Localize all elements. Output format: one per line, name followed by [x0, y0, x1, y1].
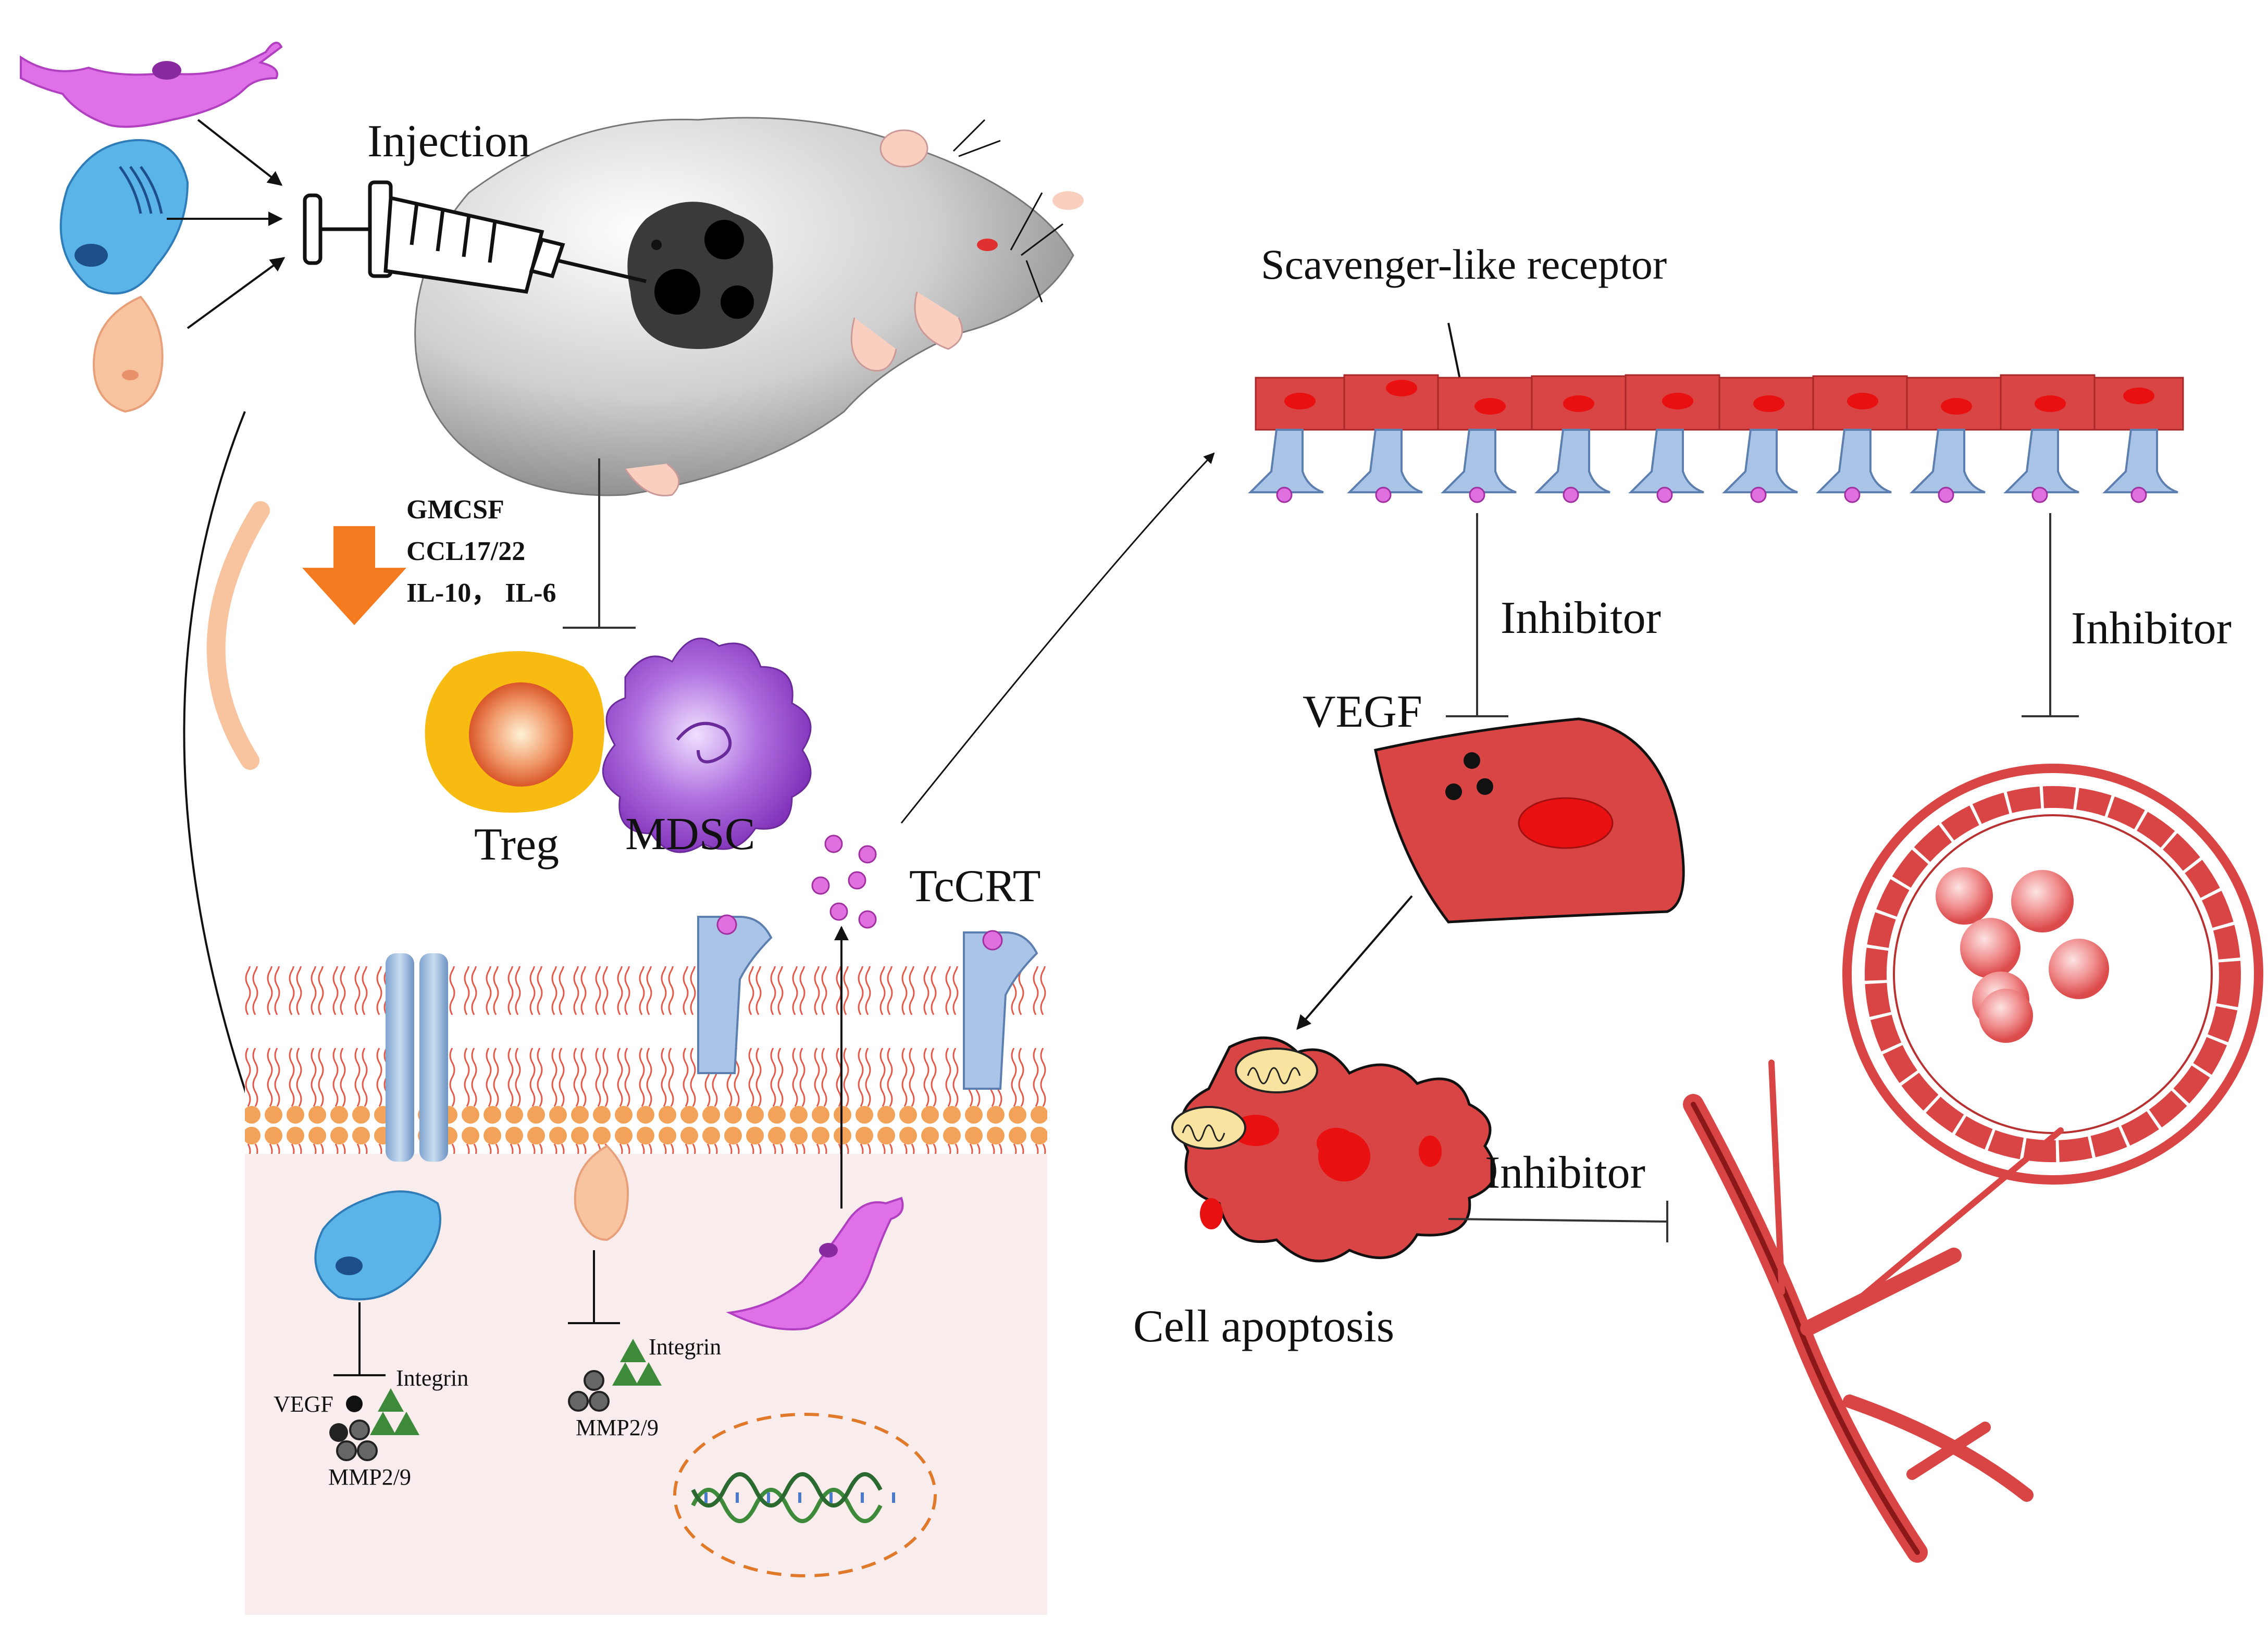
- mdsc-label: MDSC: [625, 809, 755, 860]
- membrane-receptor-1: [697, 914, 773, 1074]
- apoptotic-cell: [1171, 1036, 1496, 1263]
- treg-cell: [425, 651, 604, 813]
- inhibitor-label-1: Inhibitor: [1501, 593, 1661, 643]
- endothelial-row: [1255, 374, 2184, 431]
- injection-label: Injection: [367, 116, 530, 167]
- leishmania-small-icon: [314, 1190, 441, 1301]
- scavenger-receptor-label: Scavenger-like receptor: [1261, 241, 1667, 288]
- apoptosis-arrow: [1296, 895, 1413, 1030]
- cell-apoptosis-label: Cell apoptosis: [1133, 1301, 1394, 1352]
- trypanosome-icon: [20, 42, 283, 128]
- inhibition-line-vessel: [1448, 1201, 1668, 1242]
- receptor-ligands: [1276, 487, 2147, 503]
- tccrt-dots: [811, 835, 877, 929]
- vegf-mmp-cluster-1: [329, 1388, 419, 1461]
- down-arrow-icon: [302, 526, 406, 625]
- nucleus-dna: [673, 1413, 937, 1577]
- parasite-arrows: [167, 119, 286, 329]
- flow-arrow-to-receptor: [900, 452, 1215, 824]
- mmp-label-1: MMP2/9: [328, 1464, 411, 1490]
- inhibition-line-mid: [568, 1250, 620, 1324]
- gmcsf-label: GMCSF: [406, 495, 504, 525]
- inhibition-line-left: [333, 1302, 386, 1376]
- mmp-label-2: MMP2/9: [576, 1415, 659, 1440]
- lipid-bilayer: [245, 966, 1047, 1154]
- mmp-cluster-2: [568, 1339, 662, 1412]
- channel-protein: [386, 953, 448, 1162]
- inhibition-line-rbc: [2022, 513, 2079, 717]
- dna-icon: [691, 1472, 895, 1523]
- vegf-endothelial-cell: [1374, 717, 1685, 924]
- promastigote-small-icon: [574, 1144, 629, 1241]
- inhibition-line: [563, 458, 636, 629]
- receptor-row: [1248, 429, 2178, 493]
- flow-arrow-to-cell: [183, 411, 278, 1179]
- inhibition-line-vegf: [1446, 513, 1508, 717]
- trypanosome-small-icon: [726, 1197, 904, 1330]
- leishmania-icon: [59, 139, 189, 295]
- integrin-label-1: Integrin: [396, 1365, 468, 1391]
- mitochondria-icon: [1171, 1048, 1318, 1150]
- vessel-branches: [1683, 1060, 2064, 1563]
- integrin-label-2: Integrin: [649, 1334, 721, 1360]
- syringe-icon: [303, 180, 647, 294]
- membrane-receptor-2: [963, 930, 1038, 1090]
- tumor-icon: [627, 202, 773, 349]
- vegf-small-label: VEGF: [274, 1391, 333, 1417]
- tccrt-label: TcCRT: [909, 861, 1041, 912]
- vegf-endothelial-label: VEGF: [1303, 687, 1422, 737]
- mdsc-cell: [602, 638, 812, 853]
- treg-label: Treg: [474, 819, 559, 870]
- promastigote-icon: [92, 295, 164, 413]
- blood-vessel-icon: [1842, 764, 2263, 1185]
- ccl-label: CCL17/22: [406, 537, 525, 566]
- inhibitor-label-3: Inhibitor: [1485, 1148, 1645, 1198]
- inhibitor-label-2: Inhibitor: [2071, 603, 2232, 654]
- il-label: IL-10， IL-6: [406, 578, 556, 608]
